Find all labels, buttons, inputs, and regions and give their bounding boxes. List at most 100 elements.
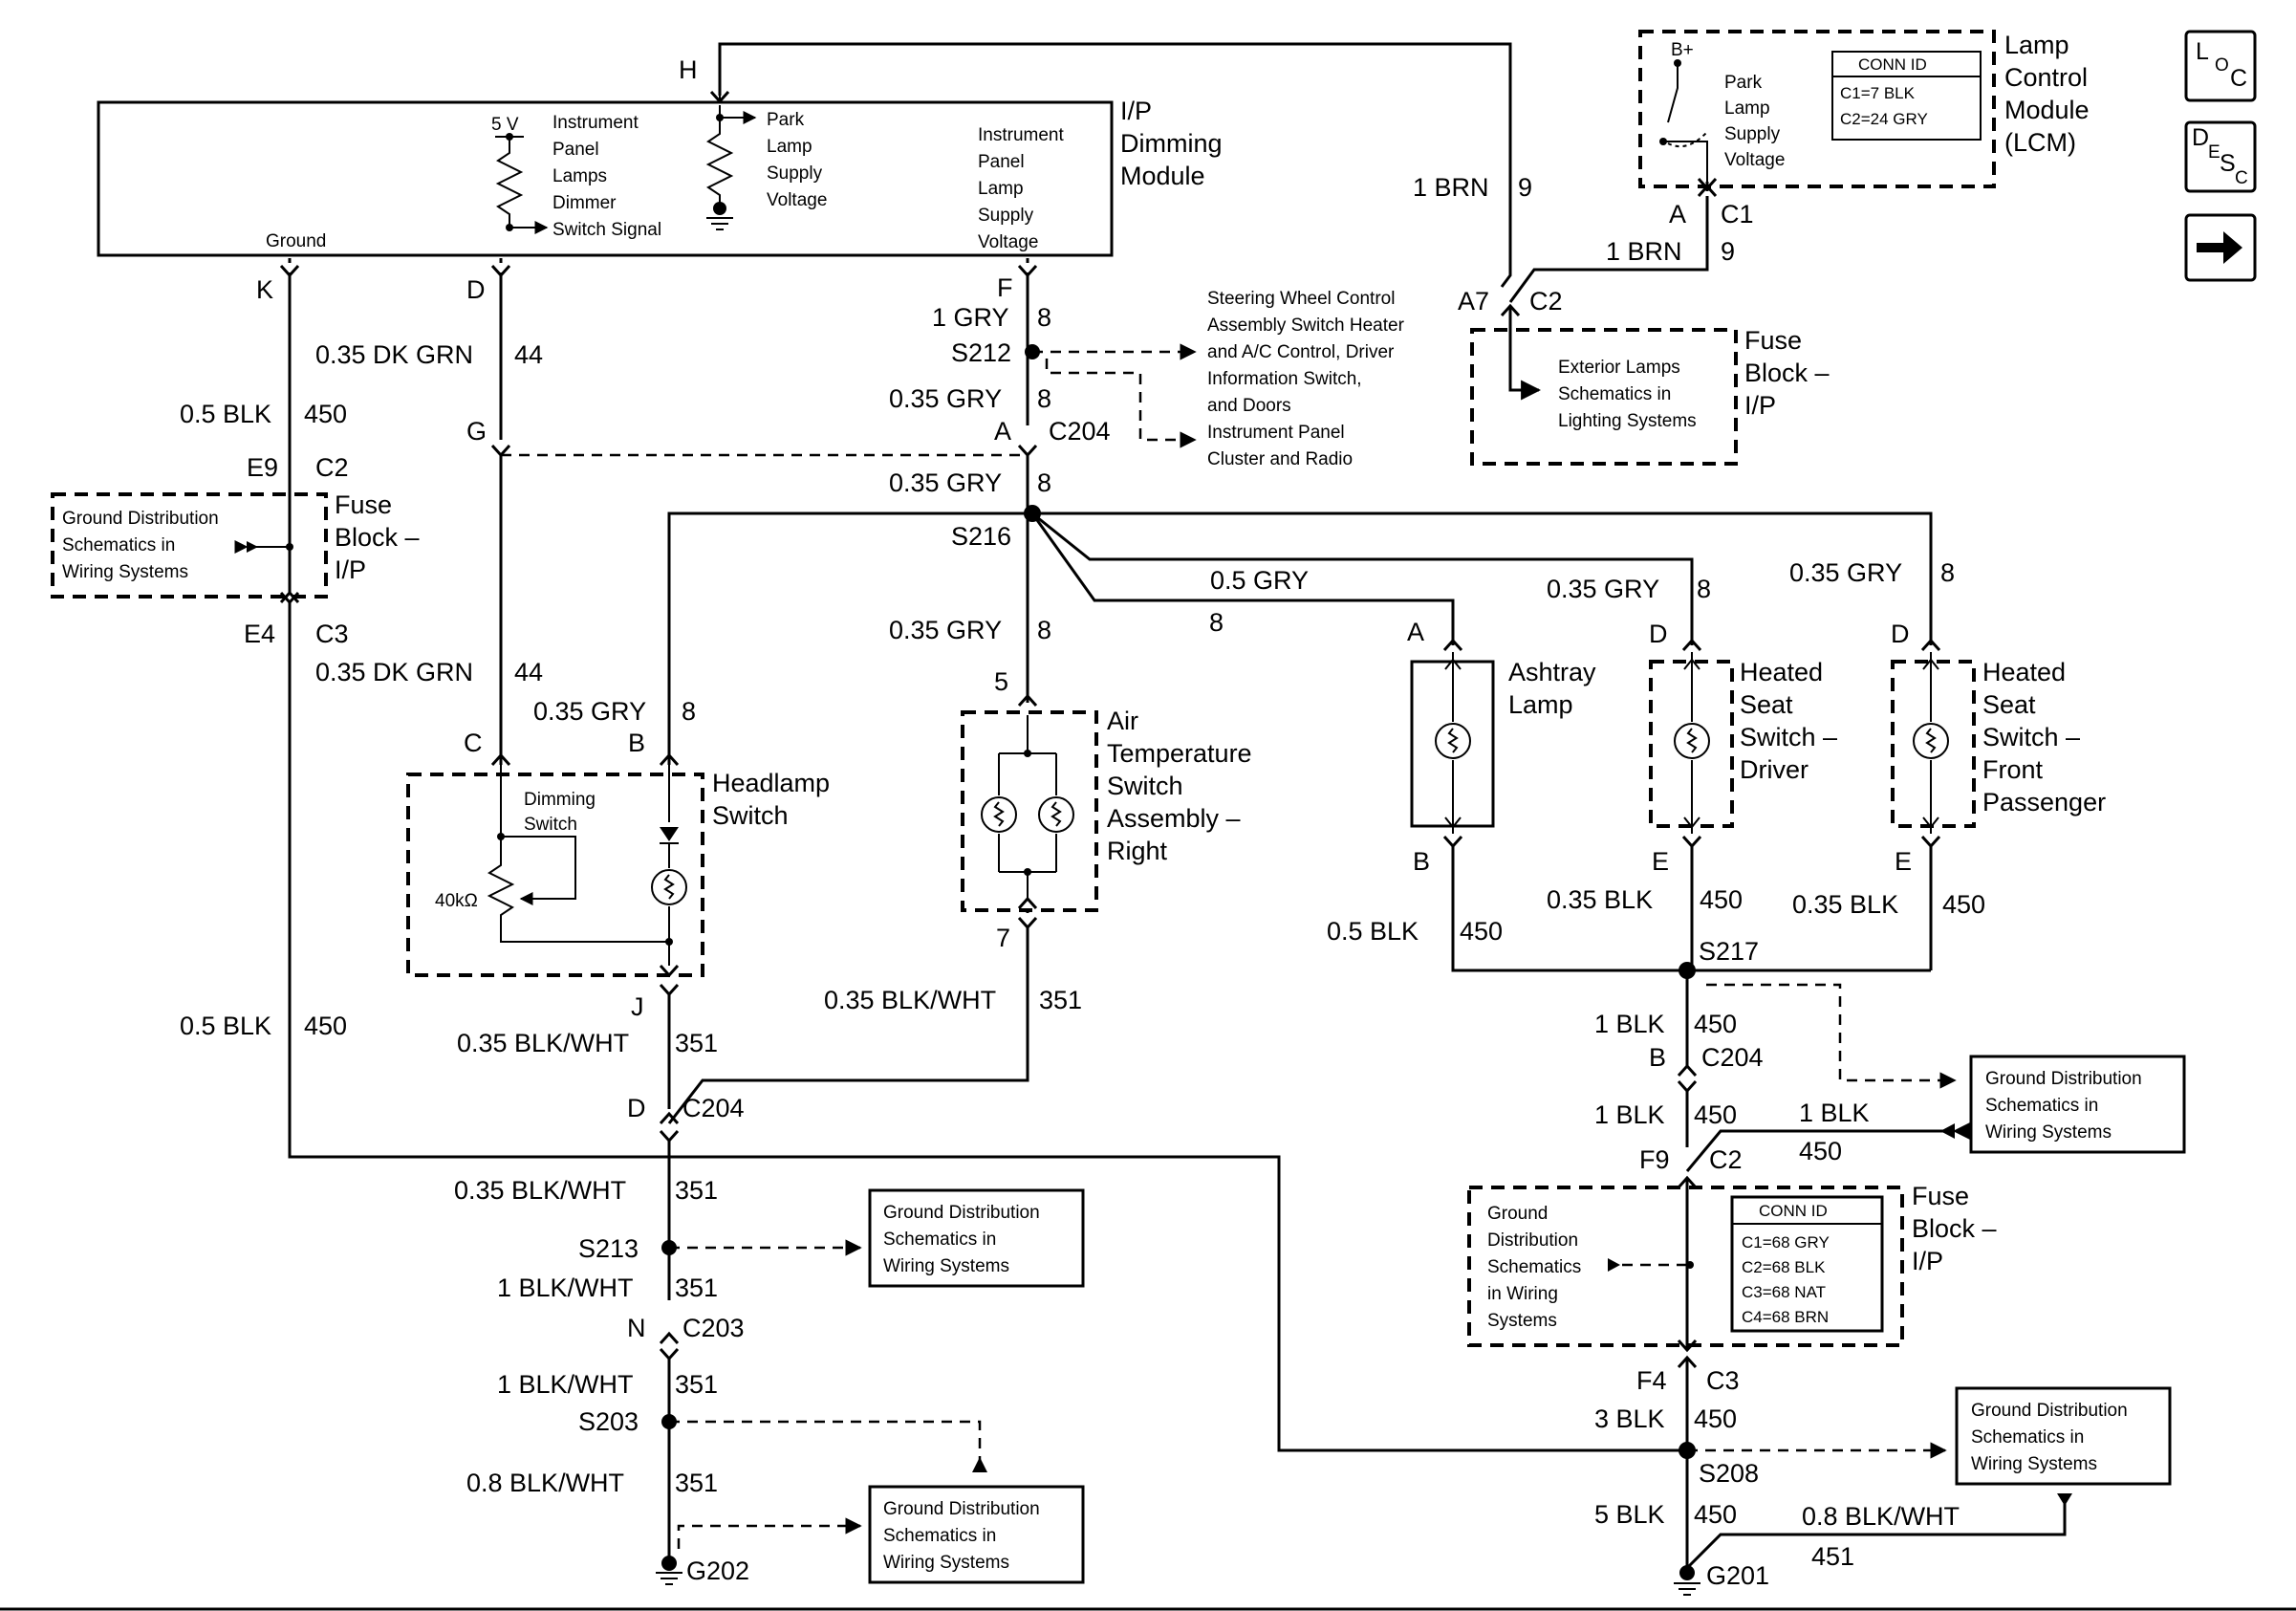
svg-text:351: 351 bbox=[675, 1176, 718, 1205]
svg-text:C203: C203 bbox=[682, 1314, 745, 1342]
svg-text:450: 450 bbox=[304, 1012, 347, 1040]
svg-text:Temperature: Temperature bbox=[1107, 739, 1252, 768]
svg-text:A7: A7 bbox=[1458, 287, 1489, 316]
svg-text:F9: F9 bbox=[1639, 1145, 1670, 1174]
svg-text:B: B bbox=[1413, 847, 1430, 876]
svg-text:44: 44 bbox=[514, 658, 543, 686]
svg-text:Lamp: Lamp bbox=[767, 137, 812, 157]
svg-text:0.35 BLK/WHT: 0.35 BLK/WHT bbox=[454, 1176, 626, 1205]
svg-text:C: C bbox=[2235, 168, 2248, 188]
svg-text:Dimmer: Dimmer bbox=[552, 193, 617, 213]
svg-text:Ground Distribution: Ground Distribution bbox=[1985, 1069, 2142, 1089]
fuse-conn-id: CONN ID C1=68 GRY C2=68 BLK C3=68 NAT C4… bbox=[1730, 1195, 1884, 1333]
loc-button[interactable]: L O C bbox=[2184, 30, 2257, 102]
svg-text:Instrument: Instrument bbox=[978, 125, 1064, 145]
svg-text:1 BLK: 1 BLK bbox=[1594, 1010, 1665, 1038]
svg-text:Dimming: Dimming bbox=[524, 790, 596, 810]
svg-text:0.35 GRY: 0.35 GRY bbox=[1789, 558, 1902, 587]
svg-text:0.8 BLK/WHT: 0.8 BLK/WHT bbox=[466, 1469, 624, 1497]
svg-text:450: 450 bbox=[304, 400, 347, 428]
svg-text:Lamp: Lamp bbox=[978, 179, 1024, 199]
desc-button[interactable]: D E S C bbox=[2184, 120, 2257, 193]
svg-text:8: 8 bbox=[1037, 384, 1051, 413]
svg-text:A: A bbox=[1407, 618, 1424, 646]
svg-text:S203: S203 bbox=[578, 1407, 639, 1436]
svg-text:8: 8 bbox=[1209, 608, 1224, 637]
svg-text:7: 7 bbox=[996, 924, 1010, 952]
svg-text:C2: C2 bbox=[1529, 287, 1563, 316]
svg-text:C1=68 GRY: C1=68 GRY bbox=[1742, 1233, 1830, 1252]
svg-text:0.35 GRY: 0.35 GRY bbox=[889, 616, 1002, 644]
svg-text:Switch Signal: Switch Signal bbox=[552, 220, 661, 240]
svg-text:S213: S213 bbox=[578, 1234, 639, 1263]
svg-text:1 BLK: 1 BLK bbox=[1799, 1099, 1870, 1127]
svg-text:C: C bbox=[464, 729, 483, 757]
svg-text:F: F bbox=[997, 273, 1013, 302]
svg-text:D: D bbox=[1891, 620, 1910, 648]
svg-text:H: H bbox=[679, 55, 698, 84]
fuse-block-ip-bottom: Fuse Block – I/P Ground Distribution Sch… bbox=[1467, 1182, 1997, 1347]
svg-text:Schematics in: Schematics in bbox=[1985, 1096, 2098, 1116]
svg-text:C1: C1 bbox=[1721, 200, 1754, 229]
svg-text:Ground Distribution: Ground Distribution bbox=[62, 509, 219, 529]
svg-text:D: D bbox=[627, 1094, 646, 1122]
svg-text:B+: B+ bbox=[1671, 40, 1694, 60]
svg-text:450: 450 bbox=[1694, 1010, 1737, 1038]
next-arrow-icon bbox=[2197, 231, 2242, 264]
svg-text:1 BLK: 1 BLK bbox=[1594, 1100, 1665, 1129]
svg-text:Switch: Switch bbox=[1107, 772, 1183, 800]
svg-text:I/P: I/P bbox=[1744, 391, 1776, 420]
svg-text:S217: S217 bbox=[1699, 937, 1759, 966]
svg-text:Ashtray: Ashtray bbox=[1508, 658, 1596, 686]
svg-text:A: A bbox=[994, 417, 1011, 446]
svg-text:Module: Module bbox=[1120, 162, 1205, 190]
svg-text:Systems: Systems bbox=[1487, 1311, 1557, 1331]
svg-text:351: 351 bbox=[675, 1274, 718, 1302]
ground-ref-g202: Ground Distribution Schematics in Wiring… bbox=[868, 1485, 1085, 1584]
svg-text:1 BRN: 1 BRN bbox=[1413, 173, 1489, 202]
svg-text:Exterior Lamps: Exterior Lamps bbox=[1558, 358, 1680, 378]
svg-text:Assembly –: Assembly – bbox=[1107, 804, 1241, 833]
svg-text:L: L bbox=[2196, 38, 2209, 65]
svg-text:C2=24 GRY: C2=24 GRY bbox=[1840, 110, 1928, 128]
svg-text:I/P: I/P bbox=[1912, 1247, 1943, 1275]
next-arrow-button[interactable] bbox=[2184, 213, 2257, 282]
svg-text:450: 450 bbox=[1460, 917, 1503, 946]
svg-text:Air: Air bbox=[1107, 707, 1138, 735]
svg-text:Wiring Systems: Wiring Systems bbox=[883, 1553, 1009, 1573]
svg-text:Wiring Systems: Wiring Systems bbox=[1985, 1122, 2112, 1143]
svg-text:8: 8 bbox=[682, 697, 696, 726]
svg-text:Steering Wheel Control: Steering Wheel Control bbox=[1207, 289, 1395, 309]
svg-text:351: 351 bbox=[1039, 986, 1082, 1014]
headlamp-switch: Headlamp Switch Dimming Switch 40kΩ bbox=[406, 765, 830, 978]
svg-text:9: 9 bbox=[1721, 237, 1735, 266]
svg-text:Information Switch,: Information Switch, bbox=[1207, 369, 1362, 389]
svg-text:CONN ID: CONN ID bbox=[1858, 55, 1927, 74]
svg-text:Driver: Driver bbox=[1740, 755, 1809, 784]
svg-text:C3=68 NAT: C3=68 NAT bbox=[1742, 1283, 1826, 1301]
svg-text:351: 351 bbox=[675, 1370, 718, 1399]
svg-text:451: 451 bbox=[1811, 1542, 1854, 1571]
svg-text:0.5 BLK: 0.5 BLK bbox=[1327, 917, 1419, 946]
svg-text:8: 8 bbox=[1697, 575, 1711, 603]
svg-text:Seat: Seat bbox=[1982, 690, 2036, 719]
svg-text:N: N bbox=[627, 1314, 646, 1342]
svg-text:450: 450 bbox=[1694, 1100, 1737, 1129]
svg-text:O: O bbox=[2215, 55, 2229, 76]
svg-text:450: 450 bbox=[1694, 1500, 1737, 1529]
svg-text:E: E bbox=[2208, 142, 2220, 163]
svg-text:Dimming: Dimming bbox=[1120, 129, 1223, 158]
svg-text:450: 450 bbox=[1694, 1404, 1737, 1433]
svg-text:C3: C3 bbox=[315, 620, 349, 648]
svg-text:Heated: Heated bbox=[1740, 658, 1823, 686]
svg-text:B: B bbox=[628, 729, 645, 757]
svg-text:Cluster and Radio: Cluster and Radio bbox=[1207, 449, 1353, 469]
svg-text:Assembly Switch Heater: Assembly Switch Heater bbox=[1207, 316, 1405, 336]
svg-text:B: B bbox=[1649, 1043, 1666, 1072]
heated-seat-switch-driver: Heated Seat Switch – Driver bbox=[1649, 652, 1837, 834]
svg-text:Wiring Systems: Wiring Systems bbox=[883, 1256, 1009, 1276]
svg-text:8: 8 bbox=[1037, 303, 1051, 332]
svg-text:D: D bbox=[1649, 620, 1668, 648]
svg-text:0.5 GRY: 0.5 GRY bbox=[1210, 566, 1309, 595]
